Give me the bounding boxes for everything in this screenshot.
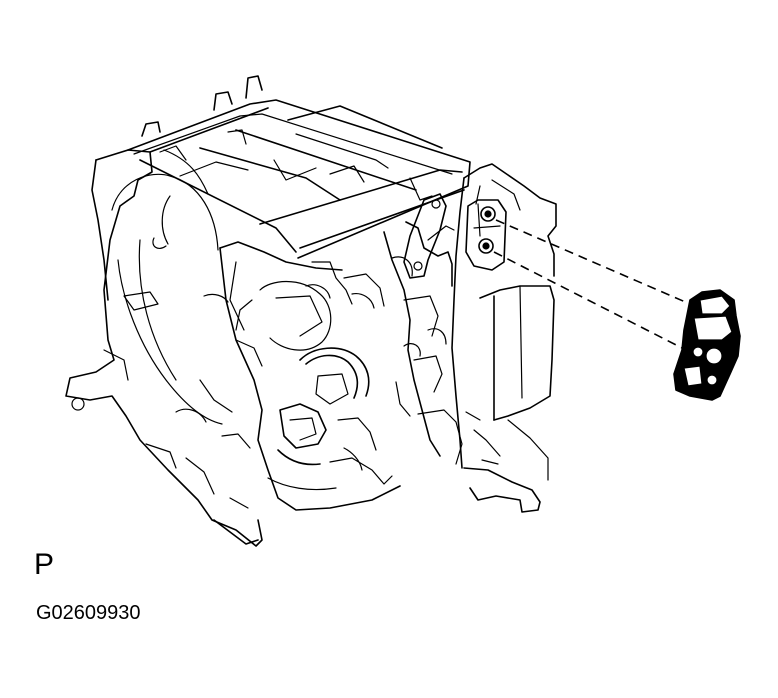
expansion-valve xyxy=(673,289,741,401)
alignment-lines xyxy=(493,219,691,351)
heater-unit-housing xyxy=(65,75,557,547)
figure-code-label: G02609930 xyxy=(36,602,141,624)
view-letter-label: P xyxy=(34,548,55,581)
evaporator-ports xyxy=(465,199,507,271)
